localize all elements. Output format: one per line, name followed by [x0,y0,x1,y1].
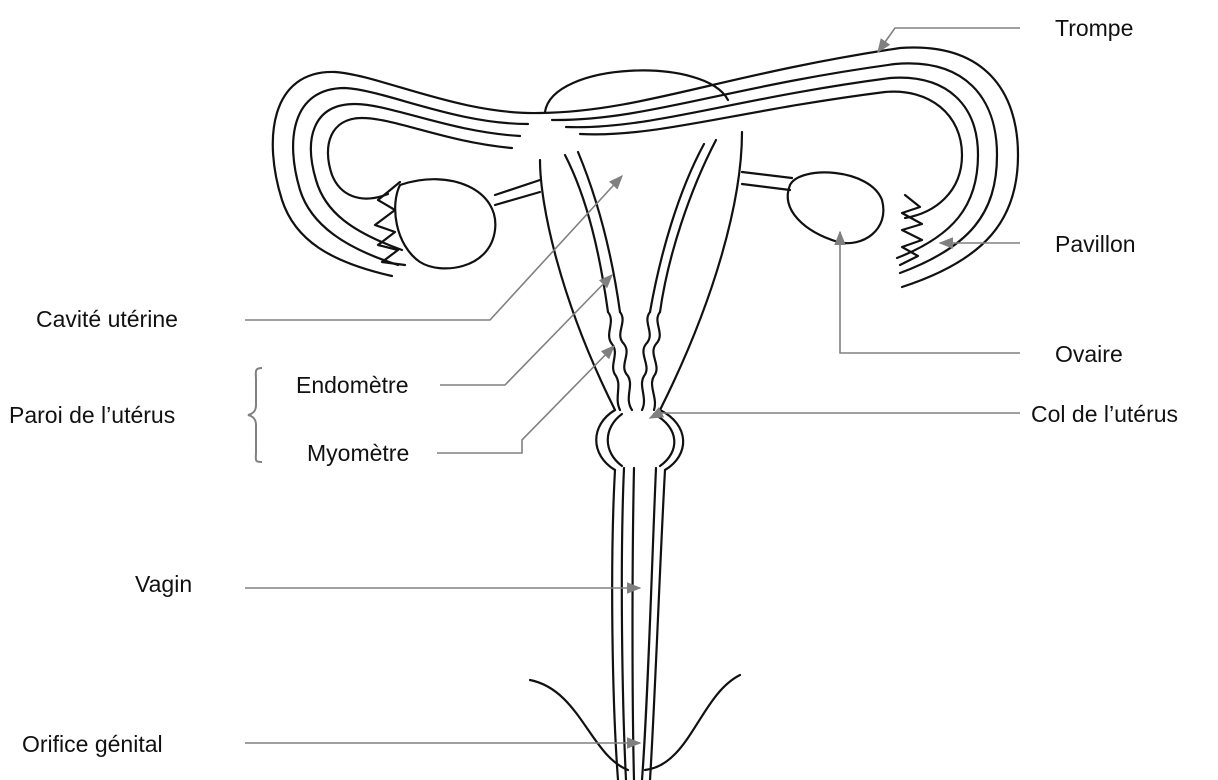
left-ovary [395,179,540,268]
leader-ovaire [840,232,1020,353]
cervix [596,410,615,470]
vagina [612,468,665,780]
label-orifice-genital: Orifice génital [22,731,163,757]
left-fimbriae [375,182,405,265]
label-paroi-uterus: Paroi de l’utérus [9,402,175,428]
cavity-left-wall-outer [565,155,608,312]
cavity-right-wall-inner [650,144,704,312]
right-fallopian-tube [540,48,1018,287]
cervical-canal-right [642,312,650,410]
cervical-canal-left [620,312,632,410]
label-ovaire: Ovaire [1055,341,1123,367]
leader-col [650,413,1020,418]
uterus-fundus [545,70,728,112]
leader-myometre [437,346,614,453]
cervical-canal-right-outer [652,312,660,410]
label-pavillon: Pavillon [1055,231,1136,257]
label-myometre: Myomètre [307,440,409,466]
paroi-brace [248,368,262,462]
label-col-uterus: Col de l’utérus [1031,401,1178,427]
label-trompe: Trompe [1055,15,1133,41]
vulva [530,675,740,770]
cervical-canal-left-outer [608,312,620,410]
right-ovary [742,172,883,243]
cavity-right-wall-outer [660,140,716,312]
label-vagin: Vagin [135,571,192,597]
leader-endometre [440,275,612,385]
label-cavite-uterine: Cavité utérine [36,306,178,332]
label-endometre: Endomètre [296,372,409,398]
left-fallopian-tube [273,72,540,276]
leader-cavite [245,176,622,320]
